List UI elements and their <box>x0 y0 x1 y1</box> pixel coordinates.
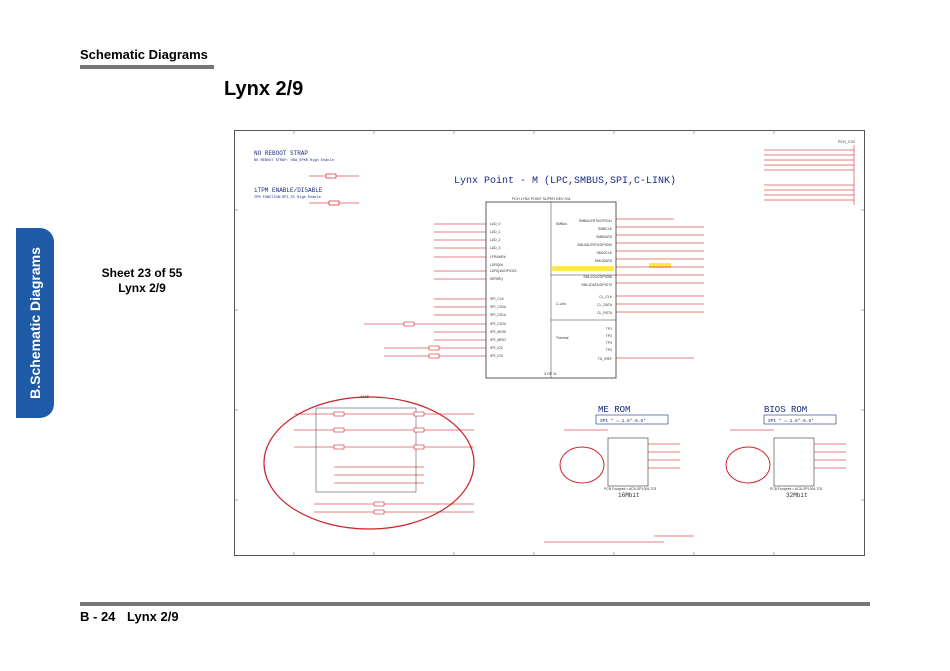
svg-text:TP1: TP1 <box>606 327 612 331</box>
svg-text:SERIRQ: SERIRQ <box>490 277 503 281</box>
svg-text:SPI_CS1#: SPI_CS1# <box>490 313 506 317</box>
me-rom-chip <box>607 437 649 487</box>
svg-text:TD_IREF: TD_IREF <box>598 357 612 361</box>
circle-label: 1015 <box>360 394 370 399</box>
svg-text:TP2: TP2 <box>606 334 612 338</box>
svg-text:CL_CLK: CL_CLK <box>599 295 613 299</box>
schematic-diagram: NO REBOOT STRAP NO REBOOT STRAP: HDA_SPK… <box>234 130 865 556</box>
rail-label: PCH_3.3V <box>838 140 856 144</box>
svg-text:C-Link: C-Link <box>556 302 566 306</box>
svg-text:SML0CLK: SML0CLK <box>597 251 613 255</box>
svg-text:TP3: TP3 <box>606 341 612 345</box>
svg-text:LFRAME#: LFRAME# <box>490 255 506 259</box>
strap2-title: iTPM ENABLE/DISABLE <box>254 187 323 194</box>
strap1-desc: NO REBOOT STRAP: HDA_SPKR High Enable <box>254 158 334 163</box>
side-tab[interactable]: B.Schematic Diagrams <box>16 228 54 418</box>
svg-text:LDRQ1#/GPIO23: LDRQ1#/GPIO23 <box>490 269 516 273</box>
svg-text:SMBus: SMBus <box>556 222 567 226</box>
bios-rom-chip <box>773 437 815 487</box>
footer-page-ref: B - 24 <box>80 609 116 624</box>
svg-text:SMBDATA: SMBDATA <box>596 235 613 239</box>
svg-text:SML1DATA/GPIO75: SML1DATA/GPIO75 <box>581 283 612 287</box>
svg-text:SPI_IO2: SPI_IO2 <box>490 346 503 350</box>
sheet-info: Sheet 23 of 55 Lynx 2/9 <box>86 266 198 296</box>
svg-text:LDRQ0#: LDRQ0# <box>490 263 503 267</box>
svg-text:CL_DATA: CL_DATA <box>597 303 612 307</box>
section-title: Schematic Diagrams <box>80 47 208 62</box>
svg-text:SMBCLK: SMBCLK <box>598 227 613 231</box>
me-rom-size: 16Mbit <box>618 492 640 499</box>
svg-text:SPI_MOSI: SPI_MOSI <box>490 330 506 334</box>
svg-text:Thermal: Thermal <box>556 336 569 340</box>
header-divider <box>80 65 214 69</box>
sheet-name: Lynx 2/9 <box>118 281 166 295</box>
spi-highlight-circle <box>263 396 475 530</box>
svg-text:TP4: TP4 <box>606 348 612 352</box>
svg-text:LAD_3: LAD_3 <box>490 246 500 250</box>
svg-text:SPI_CLK: SPI_CLK <box>490 297 505 301</box>
strap2-desc: TPM FUNCTION:SPI_SI High Enable <box>254 195 321 200</box>
svg-text:SPI_MISO: SPI_MISO <box>490 338 506 342</box>
footer-divider <box>80 602 870 606</box>
svg-text:LAD_0: LAD_0 <box>490 222 500 226</box>
footer: B - 24 Lynx 2/9 <box>80 609 187 624</box>
schematic-main-title: Lynx Point - M (LPC,SMBUS,SPI,C-LINK) <box>454 175 676 187</box>
svg-text:SML1CLK/GPIO58: SML1CLK/GPIO58 <box>583 275 612 279</box>
svg-text:SPI_IO3: SPI_IO3 <box>490 354 503 358</box>
strap1-title: NO REBOOT STRAP <box>254 150 308 157</box>
svg-text:LAD_1: LAD_1 <box>490 230 500 234</box>
me-rom-voltage: SPI * = 1.5*-6.5* <box>600 418 646 424</box>
svg-text:SPI_CS0#: SPI_CS0# <box>490 305 506 309</box>
side-tab-label: B.Schematic Diagrams <box>27 247 43 399</box>
sheet-number: Sheet 23 of 55 <box>101 266 183 280</box>
me-rom-title: ME ROM <box>598 405 630 415</box>
bios-rom-voltage: SPI * = 1.5*-6.5* <box>768 418 814 424</box>
svg-text:CL_RST#: CL_RST# <box>597 311 612 315</box>
bios-rom-footprint: PCB Footprint = ACA-SPI-004-T03 <box>770 487 822 491</box>
bios-rom-title: BIOS ROM <box>764 405 807 415</box>
chip-label: PCH LYNX POINT SUPER DEV S31 <box>512 197 571 201</box>
chip-part: 3 OF 11 <box>544 372 557 376</box>
svg-text:SML0DATA: SML0DATA <box>595 259 613 263</box>
bios-rom-size: 32Mbit <box>786 492 808 499</box>
svg-text:LAD_2: LAD_2 <box>490 238 500 242</box>
page-title: Lynx 2/9 <box>224 78 304 100</box>
svg-text:SPI_CS2#: SPI_CS2# <box>490 322 506 326</box>
footer-page-name: Lynx 2/9 <box>127 609 179 624</box>
svg-text:SMBALERT#/GPIO11: SMBALERT#/GPIO11 <box>579 219 612 223</box>
me-rom-footprint: PCB Footprint = ACA-SPI-004-T03 <box>604 487 656 491</box>
svg-text:SML0ALERT#/GPIO60: SML0ALERT#/GPIO60 <box>577 243 612 247</box>
